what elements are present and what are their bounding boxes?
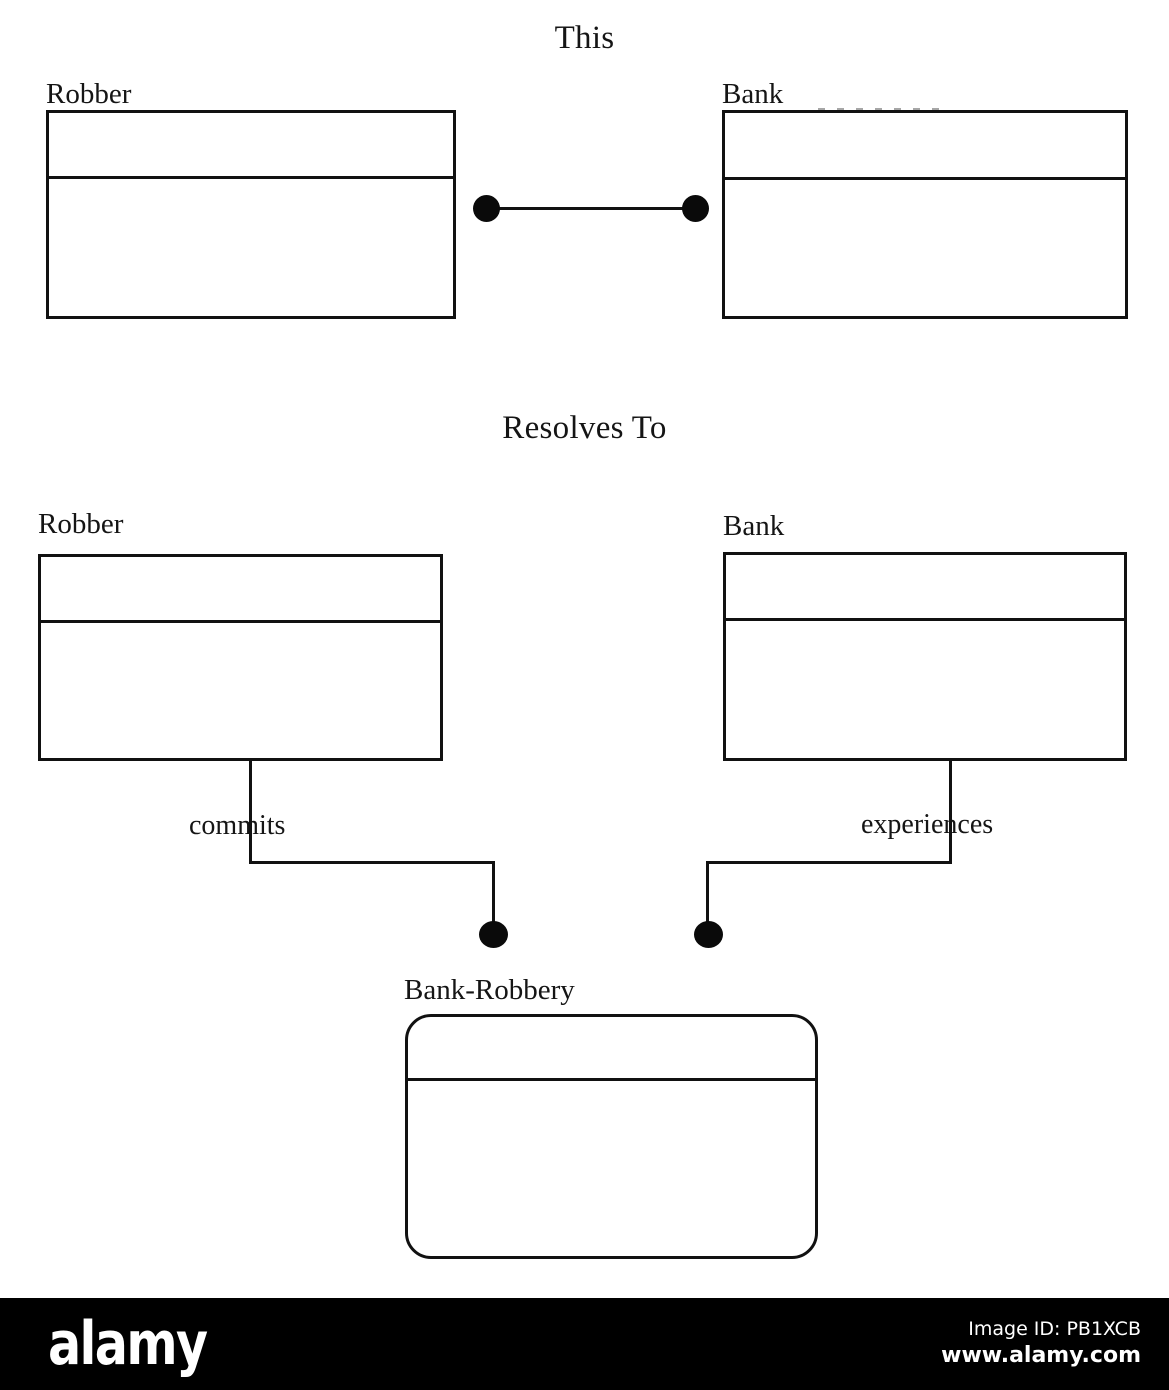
association-line-top [486, 207, 696, 210]
diagram-canvas: This Robber Bank Resolves To Robber Bank… [38, 20, 1128, 1259]
class-box-bank-top[interactable] [722, 110, 1128, 319]
watermark-footer: alamy Image ID: PB1XCB www.alamy.com [0, 1298, 1169, 1390]
class-label-bank-robbery: Bank-Robbery [404, 974, 575, 1006]
association-segment-commits-v1 [249, 761, 252, 864]
class-box-divider [41, 620, 440, 623]
class-box-robber-bottom[interactable] [38, 554, 443, 761]
alamy-url-text: www.alamy.com [941, 1343, 1141, 1368]
association-role-commits: commits [189, 810, 286, 841]
class-box-divider [49, 176, 453, 179]
alamy-logo: alamy [48, 1309, 208, 1379]
association-end-dot-robber-top [473, 195, 500, 222]
association-segment-experiences-v1 [949, 761, 952, 864]
association-role-experiences: experiences [861, 809, 994, 840]
association-segment-commits-v2 [492, 861, 495, 933]
section-title-this: This [554, 20, 615, 56]
image-id-text: Image ID: PB1XCB [968, 1318, 1141, 1340]
class-box-divider [725, 177, 1125, 180]
association-end-dot-bank-top [682, 195, 709, 222]
class-label-robber-bottom: Robber [38, 508, 124, 540]
scan-artifact [818, 108, 940, 110]
class-label-robber-top: Robber [46, 78, 132, 110]
class-box-bank-robbery[interactable] [405, 1014, 818, 1259]
section-title-resolves-to: Resolves To [502, 410, 667, 446]
association-end-dot-commits [479, 921, 508, 948]
class-box-divider [726, 618, 1124, 621]
class-box-robber-top[interactable] [46, 110, 456, 319]
association-segment-experiences-v2 [706, 861, 709, 933]
association-segment-commits-h [249, 861, 495, 864]
association-end-dot-experiences [694, 921, 723, 948]
class-box-bank-bottom[interactable] [723, 552, 1127, 761]
class-label-bank-top: Bank [722, 78, 784, 110]
association-segment-experiences-h [706, 861, 952, 864]
class-box-divider [408, 1078, 815, 1081]
class-label-bank-bottom: Bank [723, 510, 785, 542]
footer-meta: Image ID: PB1XCB www.alamy.com [941, 1316, 1141, 1370]
